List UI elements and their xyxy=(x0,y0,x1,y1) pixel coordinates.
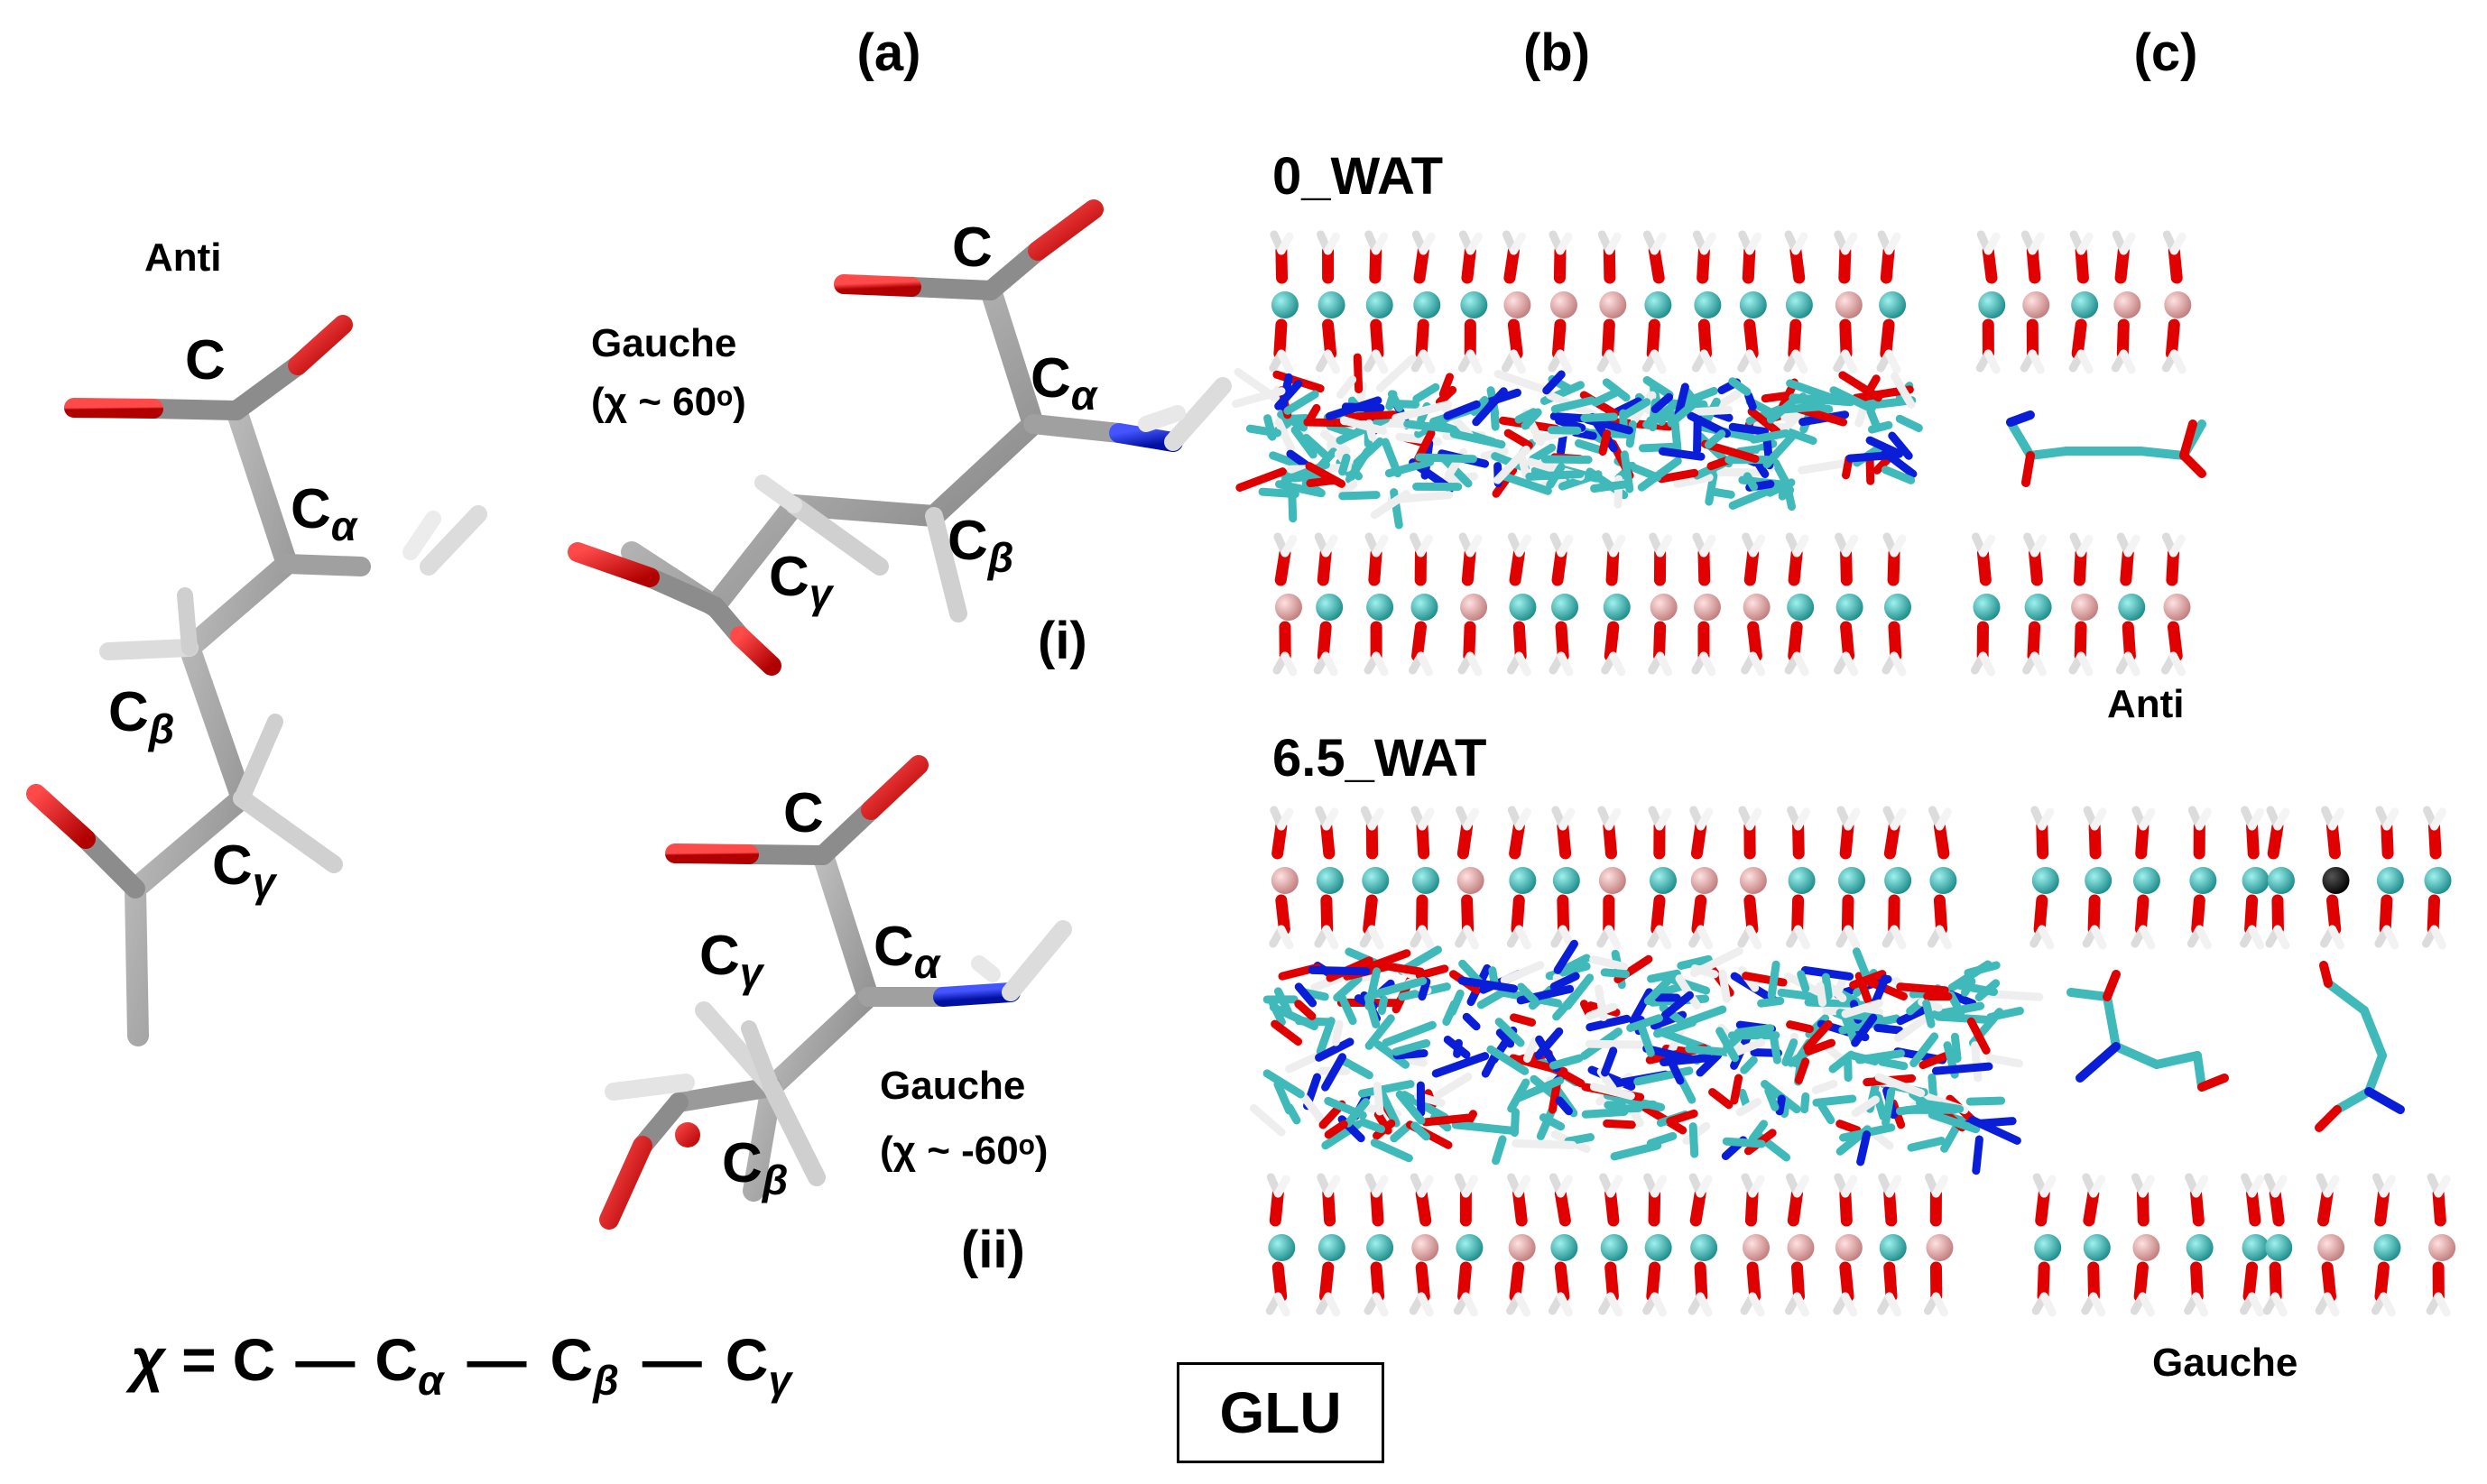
snapshot-c-gauche-right xyxy=(2262,806,2456,1317)
label-anti-conformer: Anti xyxy=(144,235,222,280)
snapshot-c-anti xyxy=(1970,230,2206,677)
label-gauche-i-angle: (χ ~ 60ᵒ) xyxy=(591,380,746,424)
atom-label-c-gamma-gauche-i: Cγ xyxy=(769,546,835,617)
atom-label-c: C xyxy=(185,329,226,392)
atom-label-c-gauche-i: C xyxy=(952,217,993,279)
label-gauche-ii-index: (ii) xyxy=(961,1221,1025,1279)
atom-label-c-beta-gauche-ii: Cβ xyxy=(722,1132,788,1203)
atom-label-c-gamma-gauche-ii: Cγ xyxy=(699,925,765,996)
snapshot-c-gauche-left xyxy=(2029,806,2270,1317)
panel-label-a: (a) xyxy=(857,23,921,82)
panel-label-b: (b) xyxy=(1523,23,1590,82)
label-gauche-i-index: (i) xyxy=(1038,612,1087,670)
atom-label-c-beta-gauche-i: Cβ xyxy=(948,510,1013,581)
snapshot-b-6-5wat xyxy=(1249,806,2044,1317)
atom-label-c-alpha-gauche-i: Cα xyxy=(1031,347,1099,419)
atom-label-c-alpha: Cα xyxy=(291,478,359,549)
label-6-5-wat: 6.5_WAT xyxy=(1272,729,1486,788)
molecule-anti xyxy=(26,315,487,1046)
label-gauche-ii-angle: (χ ~ -60ᵒ) xyxy=(880,1129,1048,1173)
atom-label-c-alpha-gauche-ii: Cα xyxy=(874,916,942,987)
snapshot-b-0wat xyxy=(1232,230,1923,677)
label-gauche-ii: Gauche xyxy=(880,1064,1025,1108)
atom-label-c-beta: Cβ xyxy=(108,681,174,752)
label-0-wat: 0_WAT xyxy=(1272,147,1443,206)
atom-label-c-gamma: Cγ xyxy=(212,834,278,906)
panel-label-c: (c) xyxy=(2134,23,2198,82)
label-gauche-i: Gauche xyxy=(591,321,736,365)
molecule-gauche-i xyxy=(568,199,1232,676)
atom-label-c-gauche-ii: C xyxy=(783,782,824,844)
system-label-box: GLU xyxy=(1177,1362,1384,1463)
label-anti-snapshot: Anti xyxy=(2107,682,2185,726)
label-gauche-snapshot: Gauche xyxy=(2152,1341,2297,1385)
molecule-gauche-ii xyxy=(599,755,1072,1230)
dihedral-equation: χ=C—Cα—Cβ—Cγ xyxy=(125,1326,793,1404)
